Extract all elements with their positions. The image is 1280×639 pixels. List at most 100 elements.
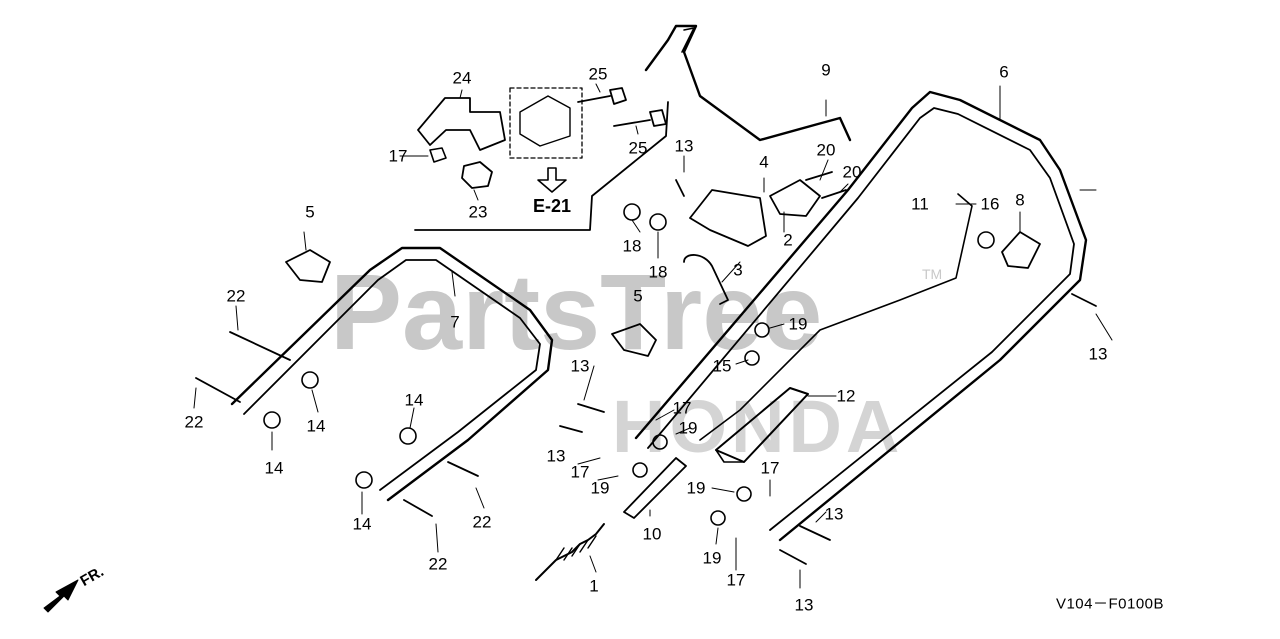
handle-part-6-inner: [647, 107, 1075, 531]
grommet-part-5-upper: [285, 249, 331, 283]
callout-13-f: 13: [794, 595, 814, 615]
callout-2: 2: [783, 230, 793, 250]
reference-arrow: [537, 167, 567, 193]
front-arrow-icon: [43, 579, 79, 613]
callout-17-b: 17: [672, 398, 692, 418]
bolt-part-22-d: [403, 499, 433, 517]
clamp-part-23: [461, 161, 493, 189]
bracket-part-24: [417, 97, 506, 151]
callout-3: 3: [733, 260, 743, 280]
bolt-part-22-a: [229, 331, 291, 361]
callout-7: 7: [450, 312, 460, 332]
trademark-mark: TM: [922, 266, 943, 282]
callout-13-d: 13: [546, 446, 566, 466]
nut-part-15: [744, 350, 760, 366]
callout-14-d: 14: [352, 514, 372, 534]
callout-4: 4: [759, 152, 769, 172]
callout-5-lower: 5: [633, 286, 643, 306]
cable-part-11: [699, 193, 973, 441]
nut-part-16: [977, 231, 995, 249]
bolt-part-20-b: [821, 189, 847, 199]
nut-part-19-b: [632, 462, 648, 478]
grommet-part-5-lower: [611, 323, 657, 357]
nut-part-19-d: [710, 510, 726, 526]
brand-watermark: HONDA: [612, 385, 904, 468]
nut-part-19-e: [652, 434, 668, 450]
callout-19-c: 19: [590, 478, 610, 498]
bolt-part-22-c: [447, 461, 479, 477]
reference-part-outline: [509, 87, 583, 159]
callout-1: 1: [589, 576, 599, 596]
reference-box-shape: [519, 95, 571, 147]
callout-17-c: 17: [570, 462, 590, 482]
bolt-part-13-a: [1071, 293, 1097, 307]
callout-17-e: 17: [726, 570, 746, 590]
callout-20-a: 20: [816, 140, 836, 160]
callout-18-b: 18: [648, 262, 668, 282]
callout-13-a: 13: [674, 136, 694, 156]
diagram-code: V104－F0100B: [1055, 595, 1165, 613]
nut-part-14-b: [263, 411, 281, 429]
callout-23: 23: [468, 202, 488, 222]
nut-part-19-a: [754, 322, 770, 338]
bolt-part-13-f: [675, 179, 685, 197]
nut-part-14-d: [355, 471, 373, 489]
callout-6-upper: 6: [999, 62, 1009, 82]
bolt-part-13-d: [799, 525, 831, 541]
callout-10: 10: [642, 524, 662, 544]
bracket-part-4: [689, 189, 767, 247]
nut-part-14-a: [301, 371, 319, 389]
callout-14-b: 14: [264, 458, 284, 478]
grip-part-12: [715, 387, 809, 463]
callout-11: 11: [911, 194, 929, 214]
nut-part-19-c: [736, 486, 752, 502]
callout-5-upper: 5: [305, 202, 315, 222]
callout-20-b: 20: [842, 162, 862, 182]
handle-part-6: [634, 90, 1088, 542]
bolt-part-25-upper: [577, 87, 627, 105]
nut-part-14-c: [399, 427, 417, 445]
leader-lines: [193, 83, 1113, 589]
callout-22-a: 22: [226, 286, 246, 306]
bolt-part-22-b: [195, 377, 241, 403]
callout-19-b: 19: [678, 418, 698, 438]
rod-part-9-inner: [681, 27, 695, 53]
callout-19-d: 19: [686, 478, 706, 498]
handle-part-7-inner: [243, 259, 541, 491]
nut-part-18-a: [623, 203, 641, 221]
bolt-part-13-c: [559, 425, 583, 433]
callout-24: 24: [452, 68, 472, 88]
bracket-part-8: [1001, 231, 1041, 269]
callout-9: 9: [821, 60, 831, 80]
callout-8: 8: [1015, 190, 1025, 210]
spring-part-1-coils: [555, 535, 597, 561]
section-outline: [414, 101, 669, 231]
handle-part-7: [230, 246, 554, 502]
callout-15: 15: [712, 356, 732, 376]
clip-part-3: [683, 254, 729, 305]
callout-14-a: 14: [306, 416, 326, 436]
callout-19-a: 19: [788, 314, 808, 334]
callout-13-c: 13: [570, 356, 590, 376]
callout-25-b: 25: [628, 138, 648, 158]
callout-17-d: 17: [760, 458, 780, 478]
grip-part-12-end: [715, 449, 745, 463]
callout-16: 16: [980, 194, 1000, 214]
callout-22-b: 22: [184, 412, 204, 432]
callout-19-e: 19: [702, 548, 722, 568]
bolt-part-13-b: [577, 403, 605, 413]
bolt-part-25-lower: [613, 109, 667, 127]
section-reference[interactable]: E-21: [532, 196, 572, 216]
callout-17-a: 17: [388, 146, 408, 166]
callout-13-e: 13: [824, 504, 844, 524]
callout-13-b: 13: [1088, 344, 1108, 364]
nut-part-18-b: [649, 213, 667, 231]
clip-part-17-top: [429, 147, 447, 163]
callout-22-d: 22: [428, 554, 448, 574]
callout-25-a: 25: [588, 64, 608, 84]
watermark-text: PartsTree: [330, 251, 823, 372]
bolt-part-20-a: [805, 171, 833, 181]
plate-part-2: [769, 179, 821, 217]
callout-14-c: 14: [404, 390, 424, 410]
